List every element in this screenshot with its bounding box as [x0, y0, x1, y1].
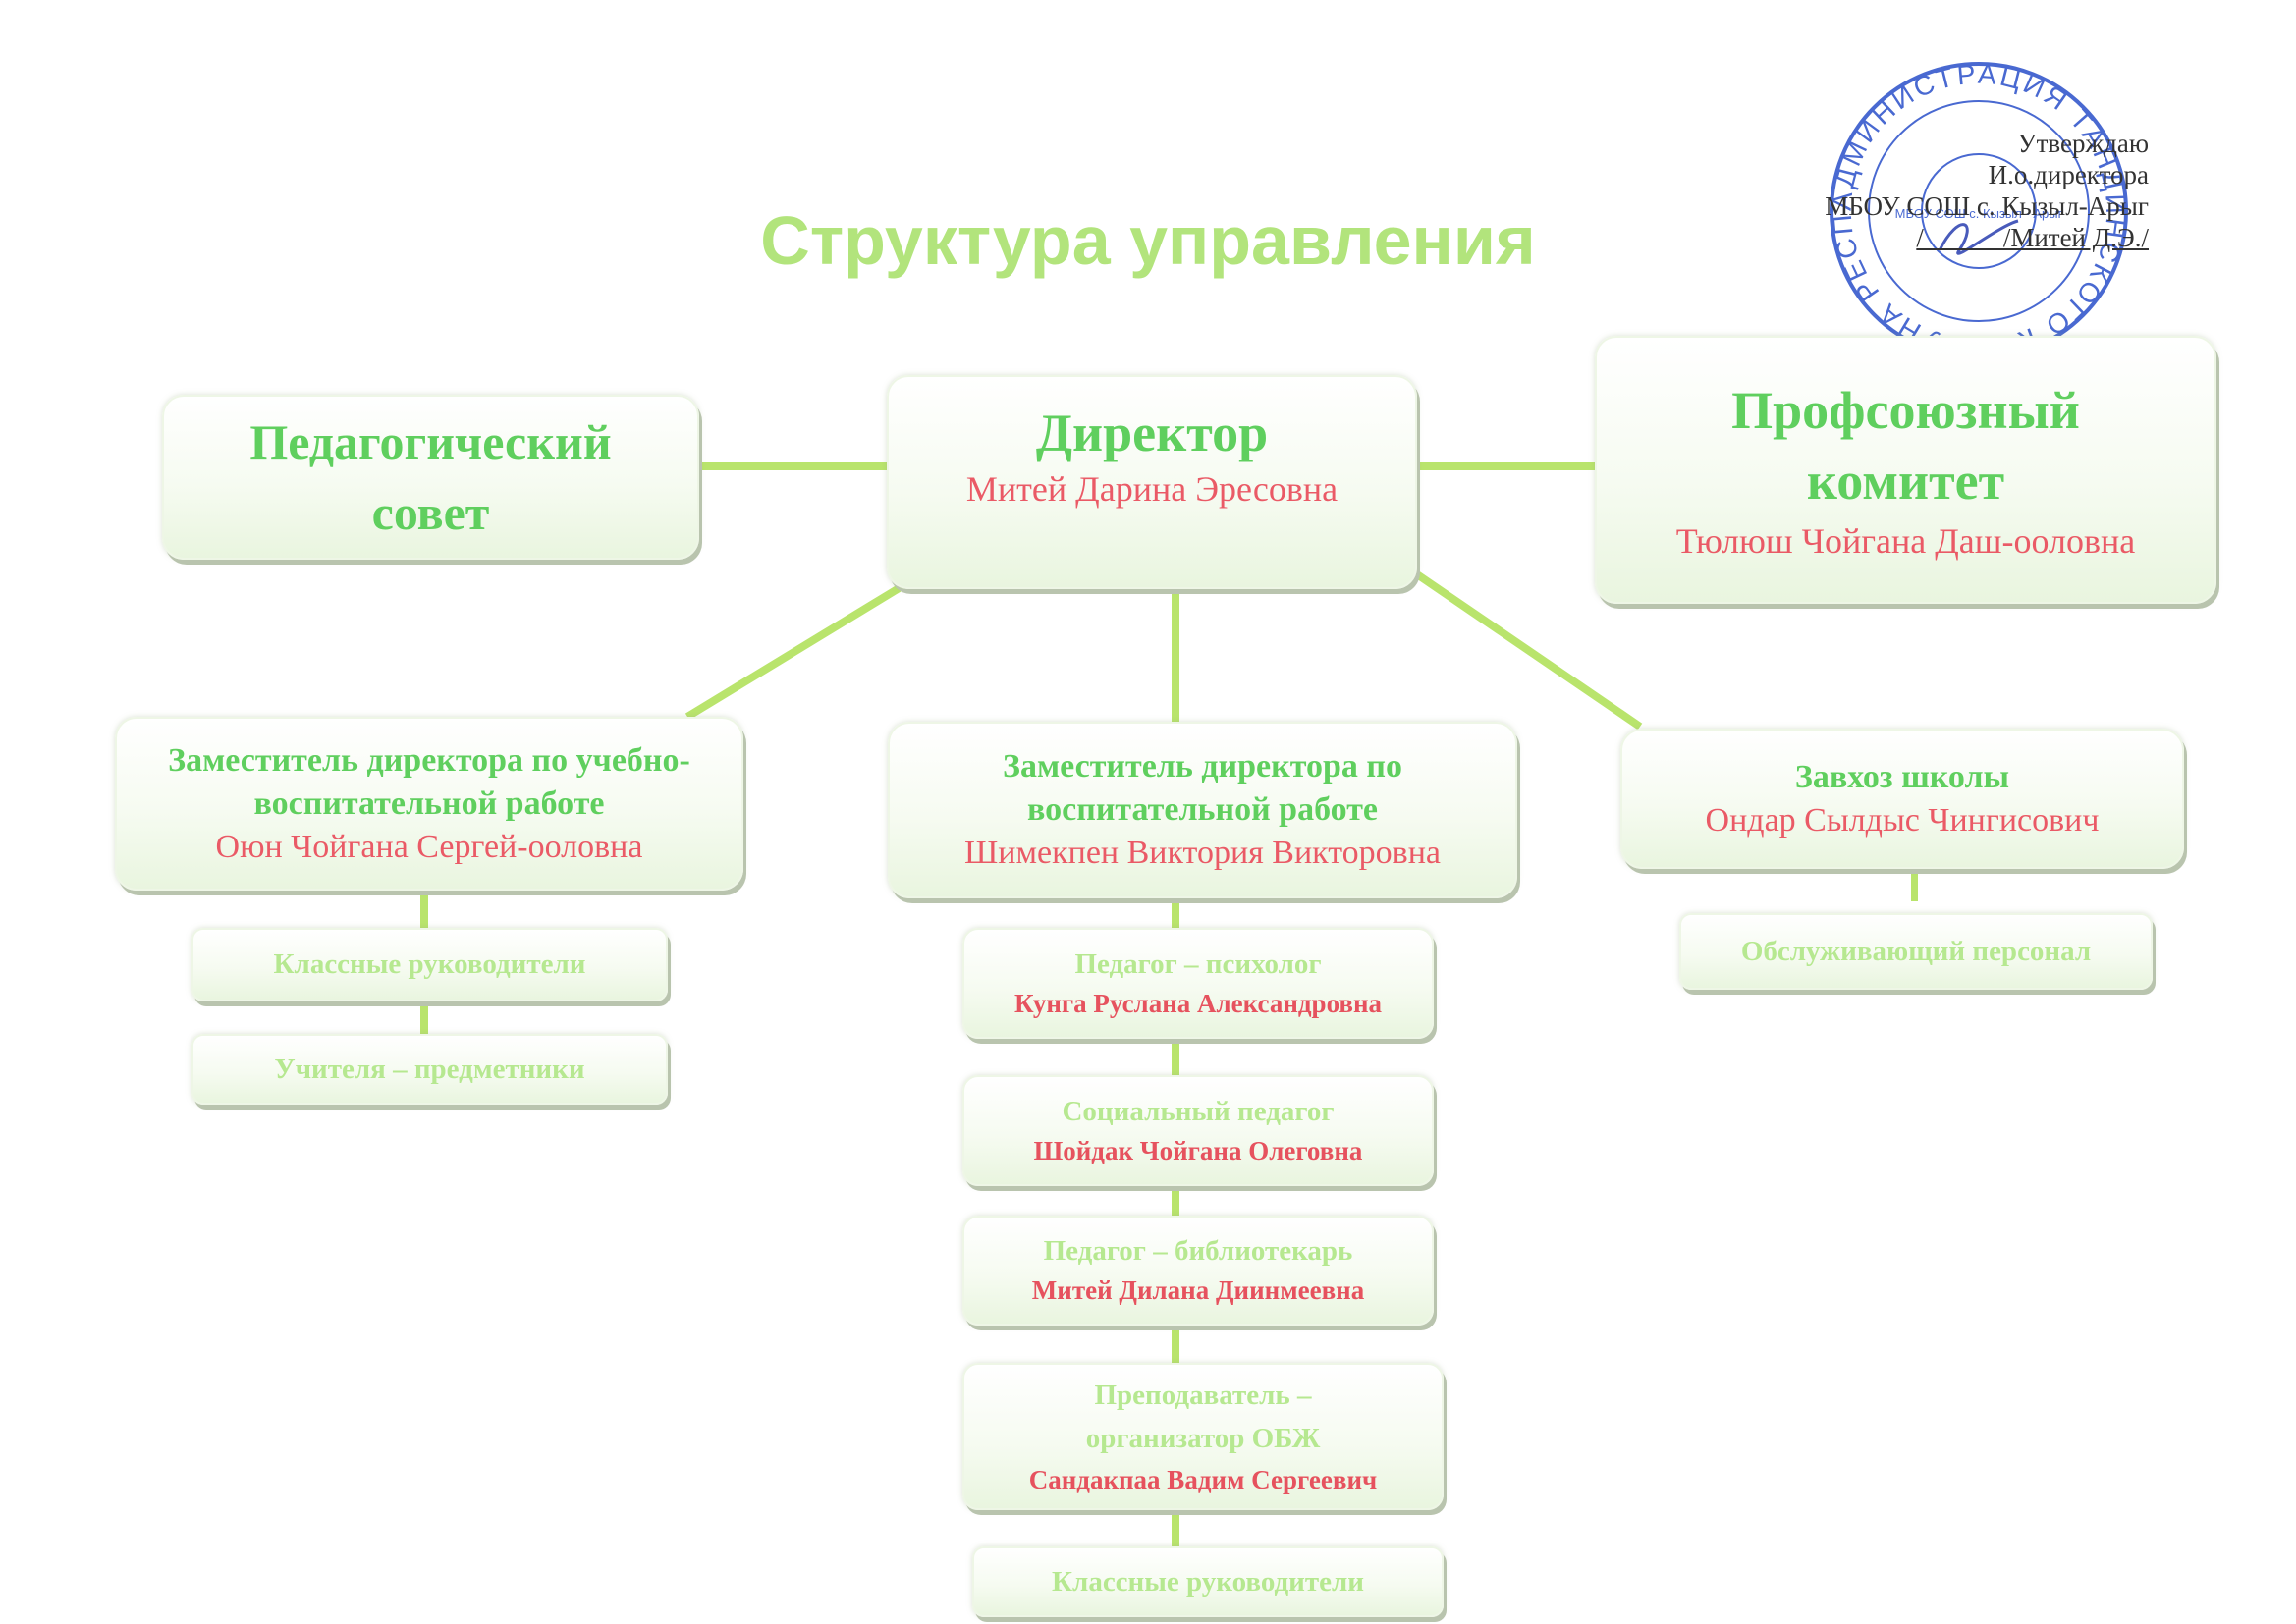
- class-teachers-box: Классные руководители: [191, 928, 668, 1001]
- subject-teachers-box: Учителя – предметники: [191, 1034, 668, 1105]
- deputy-vr-box: Заместитель директора по воспитательной …: [888, 722, 1517, 898]
- box-title: Педагог – психолог: [1074, 947, 1322, 980]
- person-name: Митей Дилана Диинмеевна: [1031, 1275, 1365, 1305]
- box-title: Завхоз школы: [1794, 758, 2010, 795]
- person-name: Сандакпаа Вадим Сергеевич: [1028, 1465, 1378, 1494]
- signature: [1938, 219, 2019, 255]
- box-title: Социальный педагог: [1062, 1095, 1335, 1127]
- librarian-box: Педагог – библиотекарь Митей Дилана Диин…: [962, 1216, 1434, 1326]
- connector: [699, 462, 887, 470]
- box-title: Классные руководители: [273, 948, 586, 980]
- approval-block: Утверждаю И.о.директора МБОУ СОШ с. Кызы…: [1825, 128, 2149, 253]
- supply-manager-box: Завхоз школы Ондар Сылдыс Чингисович: [1620, 729, 2184, 869]
- pedagogical-council-box: Педагогический совет: [162, 395, 699, 560]
- box-title: Заместитель директора по воспитательной …: [1003, 748, 1402, 828]
- stamp-outer-text: АДМИНИСТРАЦИЯ ТАНДИНСКОГО КОЖУУНА РЕСПУБ…: [0, 0, 2128, 363]
- box-title: Профсоюзный комитет: [1731, 380, 2080, 511]
- approval-line: Утверждаю: [2017, 129, 2149, 158]
- box-title: Учителя – предметники: [274, 1053, 585, 1085]
- approval-line: МБОУ СОШ с. Кызыл-Арыг: [1825, 191, 2149, 221]
- service-staff-box: Обслуживающий персонал: [1679, 913, 2153, 990]
- social-pedagogue-box: Социальный педагог Шойдак Чойгана Олегов…: [962, 1075, 1434, 1186]
- box-title: Директор: [1035, 404, 1269, 462]
- person-name: Шимекпен Виктория Викторовна: [964, 835, 1441, 871]
- class-teachers-vr-box: Классные руководители: [972, 1546, 1444, 1617]
- box-title: Обслуживающий персонал: [1740, 935, 2092, 967]
- person-name: Кунга Руслана Александровна: [1013, 988, 1383, 1018]
- page-title: Структура управления: [760, 202, 1536, 279]
- safety-teacher-box: Преподаватель – организатор ОБЖ Сандакпа…: [962, 1363, 1444, 1510]
- psychologist-box: Педагог – психолог Кунга Руслана Алексан…: [962, 928, 1434, 1039]
- person-name: Шойдак Чойгана Олеговна: [1033, 1135, 1363, 1165]
- person-name: Ондар Сылдыс Чингисович: [1705, 801, 2100, 839]
- svg-text:АДМИНИСТРАЦИЯ ТАНДИНСКОГО КОЖУ: АДМИНИСТРАЦИЯ ТАНДИНСКОГО КОЖУУНА РЕСПУБ…: [0, 0, 2131, 363]
- box-title: Педагогический совет: [249, 414, 612, 540]
- connector: [1417, 462, 1595, 470]
- box-title: Заместитель директора по учебно-воспитат…: [168, 741, 690, 822]
- union-committee-box: Профсоюзный комитет Тюлюш Чойгана Даш-оо…: [1595, 336, 2216, 604]
- person-name: Оюн Чойгана Сергей-ооловна: [215, 828, 643, 865]
- approval-line: / _____ /Митей Д.Э./: [1916, 223, 2149, 252]
- person-name: Митей Дарина Эресовна: [965, 469, 1339, 509]
- box-title: Преподаватель – организатор ОБЖ: [1085, 1380, 1321, 1454]
- approval-line: И.о.директора: [1988, 160, 2149, 189]
- deputy-uvr-box: Заместитель директора по учебно-воспитат…: [115, 717, 743, 891]
- stamp-center-text: МБОУ СОШ с. Кызыл - Арыг: [1895, 206, 2063, 221]
- box-title: Классные руководители: [1052, 1565, 1364, 1597]
- connector: [1172, 589, 1179, 722]
- director-box: Директор Митей Дарина Эресовна: [887, 375, 1417, 589]
- box-title: Педагог – библиотекарь: [1043, 1235, 1353, 1267]
- connector: [1911, 874, 1918, 901]
- person-name: Тюлюш Чойгана Даш-ооловна: [1675, 520, 2136, 561]
